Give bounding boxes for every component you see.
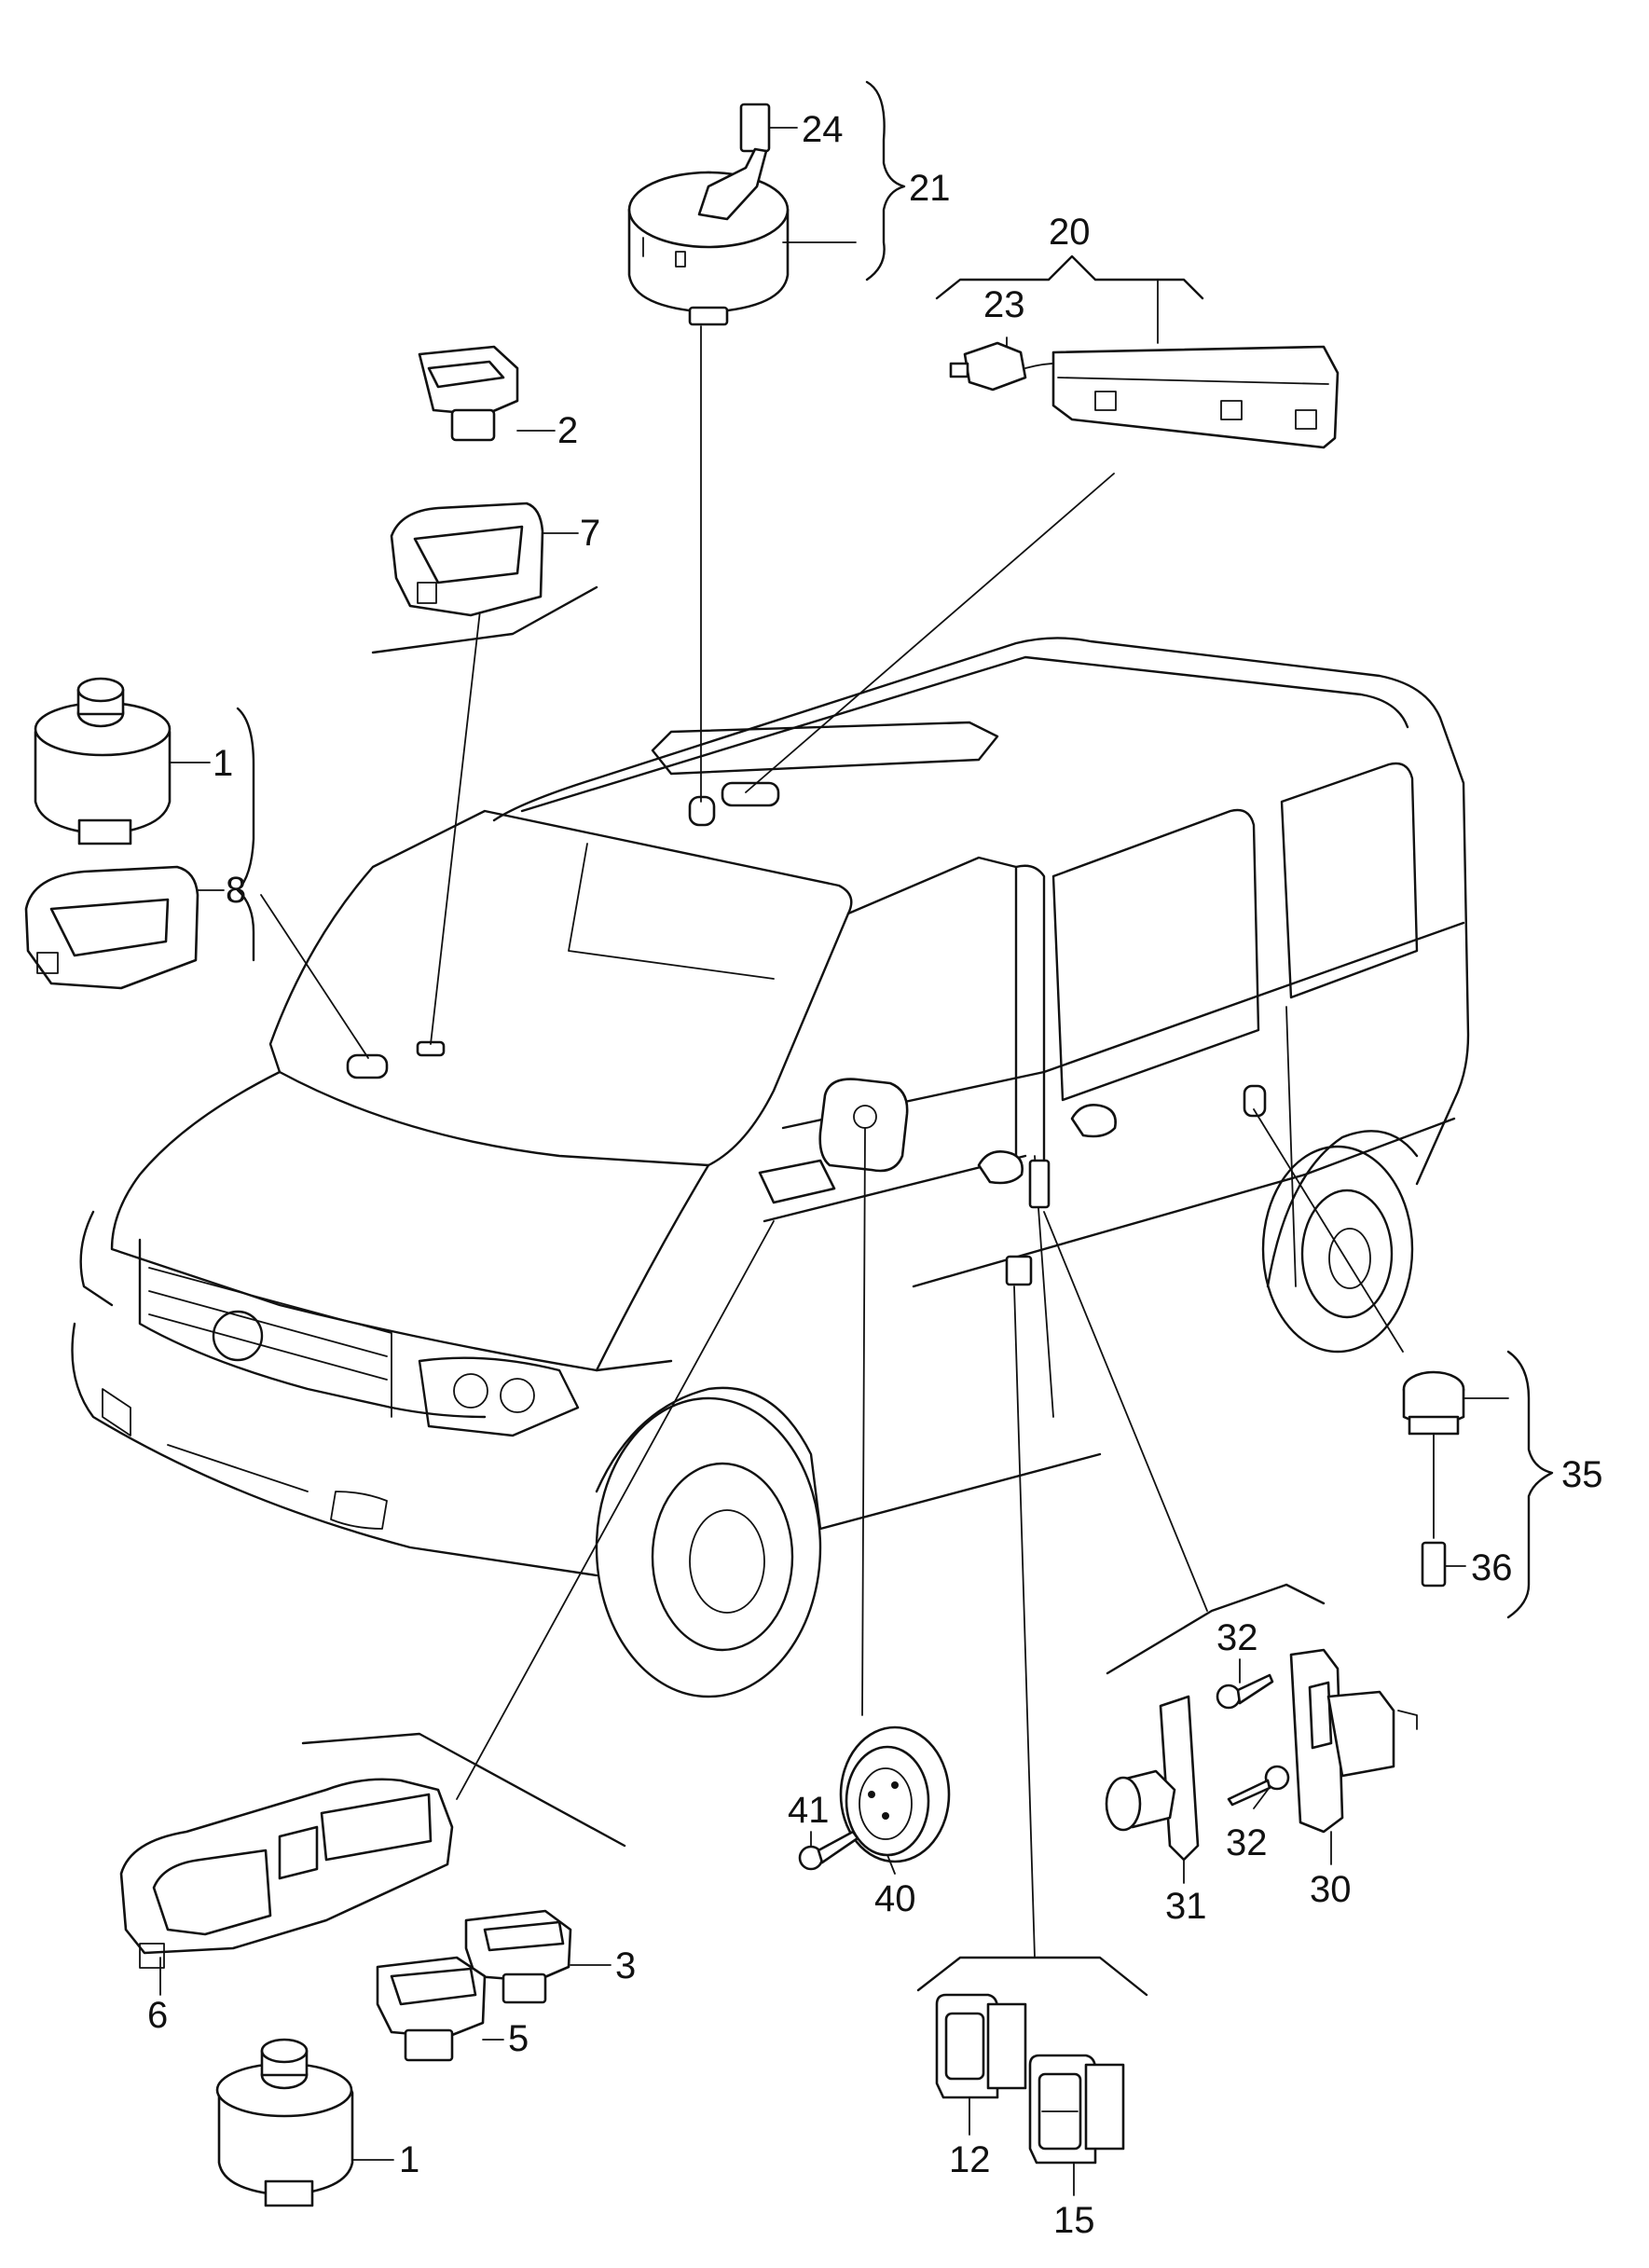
part-32-screw-upper	[1216, 1658, 1274, 1710]
rear-wheel	[1261, 1145, 1414, 1354]
callout-21: 21	[909, 168, 951, 209]
headlight	[418, 1356, 580, 1437]
part-1-mirror-adjust-switch-top	[34, 677, 211, 845]
sunroof	[651, 721, 999, 776]
part-12-rocker-switch	[935, 1993, 1027, 2136]
callout-15: 15	[1053, 2200, 1095, 2241]
part-30-door-contact-switch	[1289, 1648, 1418, 1865]
bracket-30-31	[1106, 1583, 1326, 1675]
leader-lines	[260, 325, 1404, 1959]
callout-labels: 24 21 20 23 2 7 1 8 35 36 32 32 30 31 41…	[147, 109, 1603, 2241]
callout-7: 7	[580, 513, 600, 554]
part-21-light-switch	[627, 103, 857, 326]
bracket-1-8	[236, 707, 255, 962]
callout-1-top: 1	[213, 743, 233, 784]
part-5-window-switch	[376, 1956, 504, 2062]
part-20-control-unit	[935, 254, 1340, 449]
sliding-door-window	[1051, 808, 1260, 1102]
part-8-mirror-switch-trim	[24, 865, 225, 990]
part-3-window-switch	[464, 1909, 612, 2004]
part-7-trim-panel	[371, 502, 598, 654]
callout-40: 40	[874, 1878, 916, 1919]
bracket-12-15	[916, 1956, 1148, 1997]
callout-32-bottom: 32	[1226, 1822, 1268, 1863]
callout-31: 31	[1165, 1886, 1207, 1927]
callout-20: 20	[1049, 212, 1091, 253]
van-illustration	[71, 637, 1470, 1698]
callout-1-bottom: 1	[399, 2139, 419, 2180]
callout-6: 6	[147, 1995, 168, 2036]
part-15-rocker-switch	[1028, 2054, 1125, 2196]
callout-32-top: 32	[1216, 1617, 1258, 1658]
bracket-35	[1506, 1350, 1554, 1619]
front-wheel	[595, 1396, 822, 1698]
callout-35: 35	[1561, 1454, 1603, 1495]
callout-3: 3	[615, 1945, 636, 1986]
callout-24: 24	[802, 109, 844, 150]
part-6-door-trim-switch-panel	[119, 1732, 626, 1996]
callout-12: 12	[949, 2139, 991, 2180]
bracket-21	[865, 80, 906, 282]
part-35-door-contact-plunger	[1402, 1370, 1509, 1588]
windshield	[268, 809, 853, 1167]
part-2-switch	[418, 345, 556, 442]
part-41-screw	[798, 1830, 859, 1871]
door-mirror	[818, 1078, 909, 1173]
callout-36: 36	[1471, 1547, 1513, 1588]
callout-8: 8	[226, 870, 246, 911]
callout-5: 5	[508, 2018, 529, 2059]
rear-side-window	[1280, 762, 1419, 999]
part-1-mirror-adjust-switch-bottom	[215, 2038, 394, 2207]
callout-30: 30	[1310, 1869, 1352, 1910]
callout-41: 41	[788, 1790, 830, 1831]
part-40-grommet	[839, 1725, 951, 1875]
callout-23: 23	[983, 284, 1025, 325]
vw-emblem	[212, 1310, 264, 1362]
part-32-screw-lower	[1227, 1765, 1290, 1809]
callout-2: 2	[557, 410, 578, 451]
part-31-switch-mount	[1105, 1695, 1200, 1884]
